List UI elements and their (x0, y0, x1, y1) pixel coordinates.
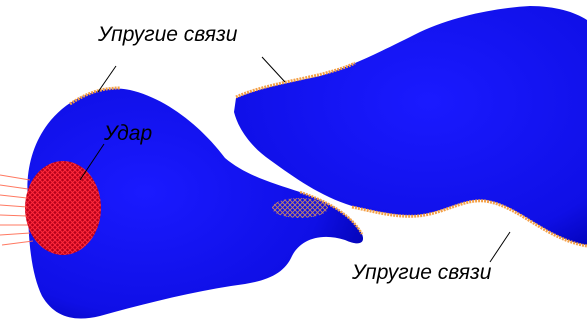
elastic-links-patch (272, 198, 328, 218)
impact-zone (25, 161, 101, 255)
leader-top-right (262, 57, 285, 82)
label-impact: Удар (104, 123, 152, 144)
leader-bottom (490, 232, 510, 262)
label-elastic-links-top: Упругие связи (98, 24, 237, 45)
label-elastic-links-bottom: Упругие связи (352, 262, 491, 283)
